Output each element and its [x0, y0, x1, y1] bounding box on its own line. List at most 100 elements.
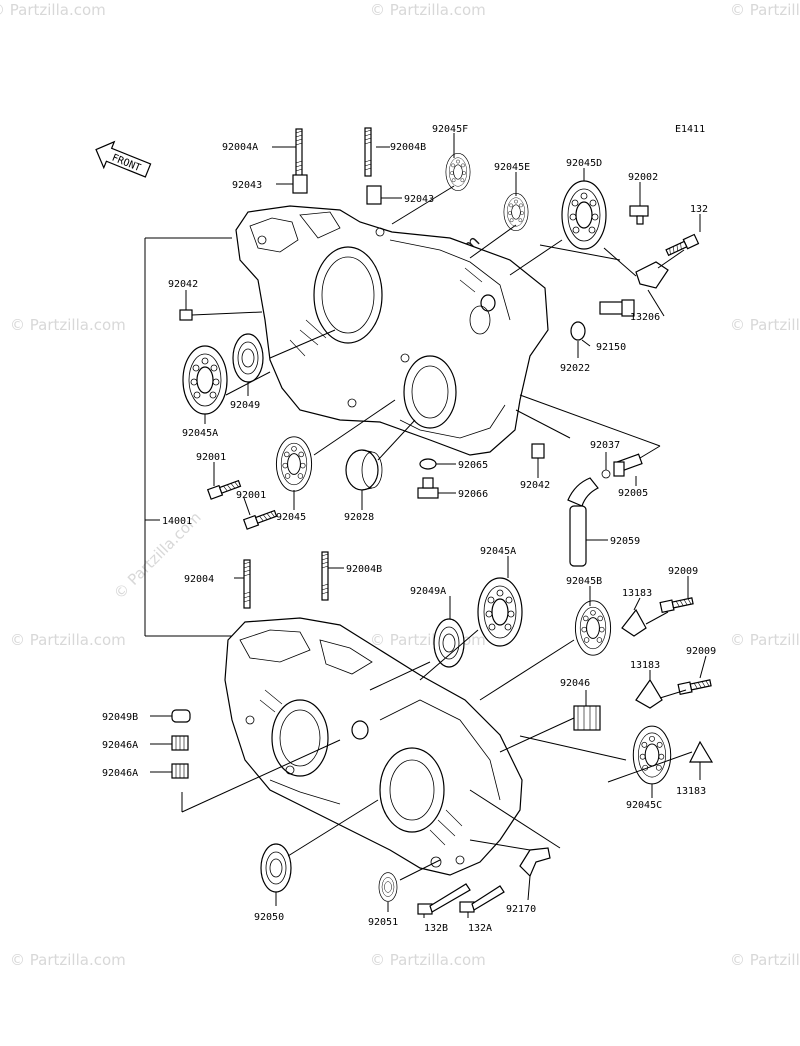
label-92009-a: 92009	[668, 566, 698, 577]
label-132a: 132A	[468, 923, 492, 934]
label-13183-c: 13183	[676, 786, 706, 797]
label-92004b: 92004B	[390, 142, 426, 153]
label-92045a-top: 92045A	[182, 428, 218, 439]
ring-92037	[601, 469, 611, 479]
plate-13206	[599, 261, 669, 317]
plate-13183-c	[689, 740, 714, 763]
label-92049b: 92049B	[102, 712, 138, 723]
bolt-132a	[459, 885, 505, 913]
label-92170: 92170	[506, 904, 536, 915]
watermark-text: © Partzilla.com	[730, 1, 800, 19]
bearing-92045b	[574, 600, 612, 656]
bolt-132-top	[664, 233, 700, 258]
seal-92049a	[433, 618, 465, 668]
watermark-text: © Partzilla.com	[10, 951, 126, 969]
fitting-92005	[613, 453, 643, 477]
dowel-92043-left	[292, 174, 308, 194]
front-arrow-icon: FRONT	[95, 140, 152, 178]
label-92002: 92002	[628, 172, 658, 183]
label-92043-left: 92043	[232, 180, 262, 191]
stud-92004a	[295, 128, 303, 178]
upper-crankcase	[235, 205, 549, 456]
lower-crankcase	[224, 617, 523, 876]
label-92046a-b: 92046A	[102, 768, 138, 779]
label-132: 132	[690, 204, 708, 215]
leader-lines	[144, 133, 707, 918]
pin-92042-top	[179, 309, 193, 321]
stud-92004b-lower	[321, 551, 329, 601]
screw-92009-b	[677, 677, 713, 695]
label-92051: 92051	[368, 917, 398, 928]
ring-92049b	[171, 709, 191, 723]
label-92059: 92059	[610, 536, 640, 547]
label-92004b-bottom: 92004B	[346, 564, 382, 575]
label-92043-right: 92043	[404, 194, 434, 205]
hose-92059	[567, 477, 599, 567]
bearing-92045d	[561, 180, 607, 250]
label-92004: 92004	[184, 574, 214, 585]
clamp-92170	[519, 847, 551, 878]
label-92009-b: 92009	[686, 646, 716, 657]
label-13183-b: 13183	[630, 660, 660, 671]
washer-92065	[419, 458, 437, 470]
label-92046a-a: 92046A	[102, 740, 138, 751]
label-92028: 92028	[344, 512, 374, 523]
label-92050: 92050	[254, 912, 284, 923]
seal-92049	[232, 333, 264, 383]
watermark-text: © Partzilla.com	[730, 951, 800, 969]
label-92022: 92022	[560, 363, 590, 374]
seal-92051	[378, 872, 398, 902]
label-92045b: 92045B	[566, 576, 602, 587]
watermark-text: © Partzilla.com	[10, 631, 126, 649]
label-92046: 92046	[560, 678, 590, 689]
label-92066: 92066	[458, 489, 488, 500]
label-92042-mid: 92042	[520, 480, 550, 491]
watermark-text: © Partzilla.com	[730, 631, 800, 649]
watermark-text: © Partzilla.com	[0, 1, 106, 19]
diagram-code: E1411	[675, 124, 705, 135]
watermark-text: © Partzilla.com	[730, 316, 800, 334]
plate-13183-b	[635, 678, 663, 709]
label-92005: 92005	[618, 488, 648, 499]
needle-bearing-92046	[573, 705, 601, 731]
bearing-92045a-bottom	[477, 577, 523, 647]
label-92049a: 92049A	[410, 586, 446, 597]
needle-92046a-a	[171, 735, 189, 751]
bearing-92045	[275, 436, 313, 492]
label-92045a-bottom: 92045A	[480, 546, 516, 557]
label-92045d: 92045D	[566, 158, 602, 169]
seal-92050	[260, 843, 292, 893]
label-92045f: 92045F	[432, 124, 468, 135]
label-92045: 92045	[276, 512, 306, 523]
plug-92066	[417, 477, 439, 499]
label-92004a: 92004A	[222, 142, 258, 153]
label-14001: 14001	[162, 516, 192, 527]
bearing-92045c	[632, 725, 672, 785]
needle-92046a-b	[171, 763, 189, 779]
stud-92004b	[364, 127, 372, 177]
label-13206: 13206	[630, 312, 660, 323]
label-92001-b: 92001	[236, 490, 266, 501]
label-92049: 92049	[230, 400, 260, 411]
label-132b: 132B	[424, 923, 448, 934]
label-92065: 92065	[458, 460, 488, 471]
washer-92022	[570, 321, 586, 341]
label-92042-top: 92042	[168, 279, 198, 290]
bearing-92045a-top	[182, 345, 228, 415]
pin-92042-mid	[531, 443, 545, 459]
watermark-text: © Partzilla.com	[10, 316, 126, 334]
bushing-92028	[345, 449, 383, 491]
label-92150: 92150	[596, 342, 626, 353]
label-92045e: 92045E	[494, 162, 530, 173]
label-13183-a: 13183	[622, 588, 652, 599]
screw-92009-a	[659, 595, 695, 613]
watermark-text: © Partzilla.com	[370, 1, 486, 19]
plate-13183-a	[621, 608, 647, 637]
screw-92002	[629, 205, 649, 225]
bearing-92045f	[445, 152, 471, 192]
label-92045c: 92045C	[626, 800, 662, 811]
dowel-92043-right	[366, 185, 382, 205]
label-92001-a: 92001	[196, 452, 226, 463]
watermark-text: © Partzilla.com	[370, 631, 486, 649]
